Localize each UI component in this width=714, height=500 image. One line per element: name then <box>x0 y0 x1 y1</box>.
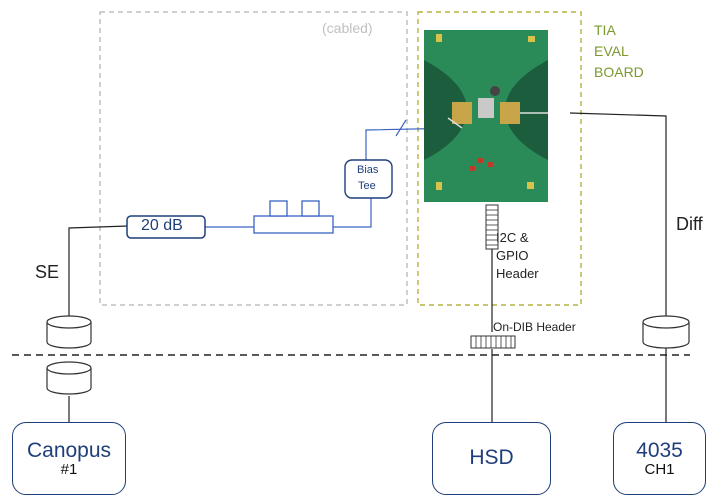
diff-wire <box>570 113 666 320</box>
se-label: SE <box>35 262 59 283</box>
i2c-header-label-line1: I2C & <box>496 231 529 246</box>
se-connector-lower <box>47 362 91 394</box>
on-dib-header-label: On-DIB Header <box>493 321 576 335</box>
diff-connector <box>643 316 689 348</box>
hsd-label: HSD <box>469 447 513 469</box>
hsd-box: HSD <box>432 422 551 495</box>
combiner-to-biastee-wire <box>333 198 371 227</box>
cabled-label: (cabled) <box>322 20 373 36</box>
on-dib-header <box>471 336 515 348</box>
bus-slash <box>396 120 406 136</box>
i2c-header-label-line2: GPIO <box>496 249 529 264</box>
se-wire <box>69 226 128 320</box>
bias-tee-label-line1: Bias <box>357 164 378 177</box>
tia-board-label-line3: BOARD <box>594 64 644 80</box>
combiner-block <box>254 201 333 233</box>
ch1-box: 4035 CH1 <box>613 422 706 495</box>
se-connector-upper <box>47 316 91 348</box>
ch1-sub-label: CH1 <box>644 462 674 478</box>
cabled-region <box>100 12 407 305</box>
ch1-label: 4035 <box>636 440 683 462</box>
tia-board-label-line1: TIA <box>594 22 616 38</box>
canopus-box: Canopus #1 <box>12 422 126 495</box>
i2c-header-label-line3: Header <box>496 267 539 282</box>
tia-board-photo <box>424 30 548 202</box>
tia-board-label-line2: EVAL <box>594 43 629 59</box>
attenuator-label: 20 dB <box>141 217 183 235</box>
bias-tee-label-line2: Tee <box>358 180 376 193</box>
canopus-label: Canopus <box>27 440 111 462</box>
diff-label: Diff <box>676 214 703 235</box>
canopus-sub-label: #1 <box>61 462 78 478</box>
